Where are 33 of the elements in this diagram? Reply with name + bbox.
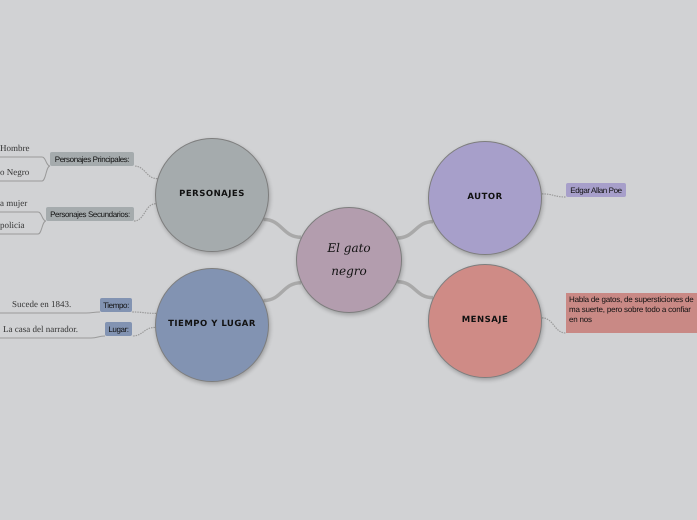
topic-title: PERSONAJES (178, 189, 246, 201)
leaf-text: La casa del narrador. (3, 323, 83, 335)
connector (263, 218, 302, 240)
leaf-text: o Negro (0, 166, 34, 178)
subtopic-label: Tiempo: (100, 298, 132, 312)
connector (397, 220, 434, 240)
leaf-text: a mujer (0, 197, 30, 209)
connector (263, 280, 302, 302)
leaf-text: policia (0, 219, 30, 231)
subtopic-label: Lugar: (105, 322, 132, 336)
subtopic-label: Personajes Principales: (50, 152, 134, 166)
leaf-text: Hombre (0, 142, 34, 154)
topic-title: MENSAJE (460, 315, 510, 327)
connector (542, 317, 566, 334)
message-label: Habla de gatos, de supersticiones de ma suerte, pero sobre todo a confiar en nos (566, 293, 697, 333)
connector (90, 336, 106, 338)
connector (397, 280, 434, 300)
topic-title: TIEMPO Y LUGAR (167, 319, 257, 331)
leaf-text: Sucede en 1843. (12, 298, 78, 310)
topic-title: El gato negro (326, 240, 372, 280)
connector (38, 212, 46, 222)
connector (132, 326, 156, 337)
connector (134, 165, 158, 180)
connector (42, 156, 50, 166)
connector (86, 312, 100, 314)
subtopic-label: Personajes Secundarios: (46, 207, 134, 221)
connector (542, 193, 566, 198)
subtopic-label: Edgar Allan Poe (566, 183, 626, 197)
connector (38, 220, 46, 234)
connector (134, 203, 156, 222)
connector (132, 311, 156, 314)
topic-title: AUTOR (466, 192, 504, 204)
connector (42, 166, 50, 182)
